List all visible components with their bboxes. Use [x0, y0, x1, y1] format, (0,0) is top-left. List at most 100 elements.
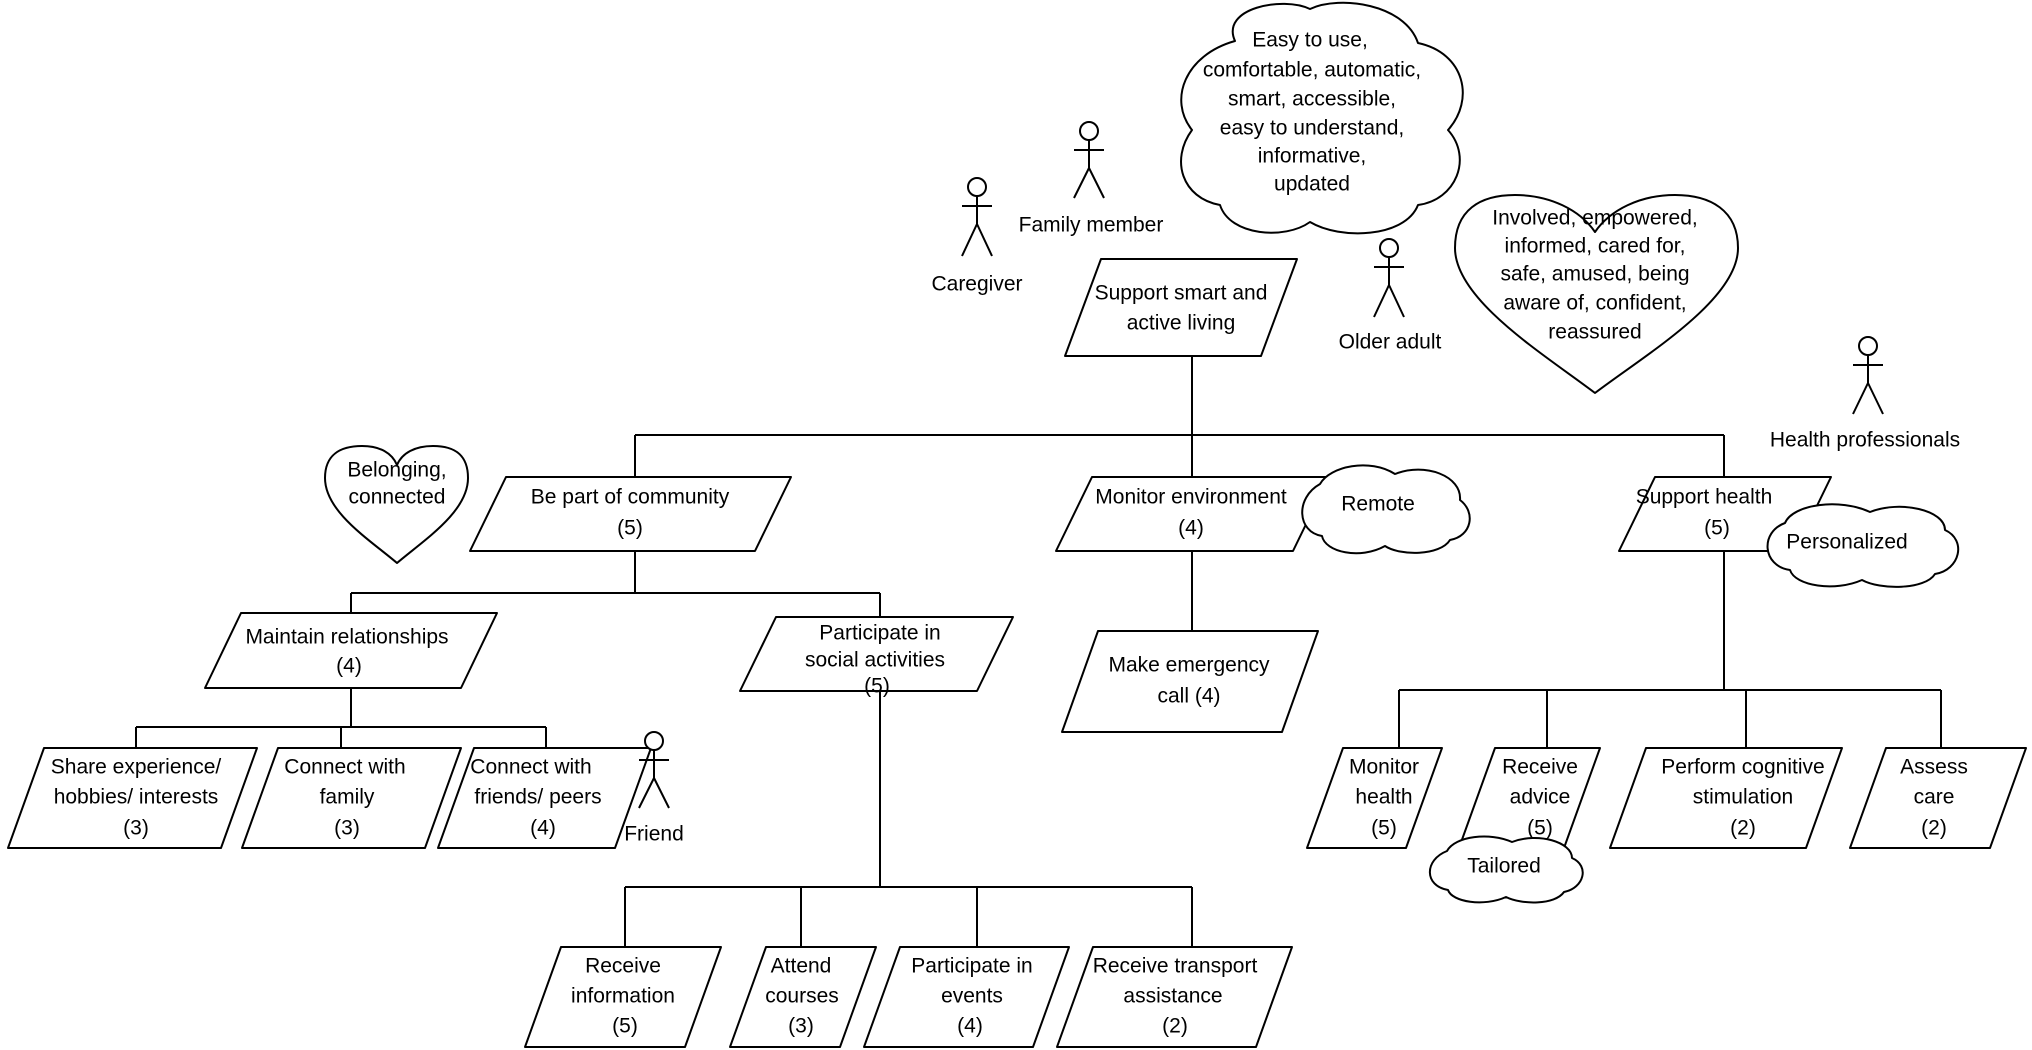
task-label-line-3: (3) [334, 817, 360, 840]
task-label-line-3: (3) [123, 817, 149, 840]
root-goal-line-1: Support smart and [1095, 282, 1268, 305]
task-label-line-2: (5) [1704, 517, 1730, 540]
task-connect-with-friends: Connect with friends/ peers (4) [437, 747, 652, 849]
task-label-line-3: (2) [1162, 1015, 1188, 1038]
cloud-label: Tailored [1467, 855, 1541, 878]
task-label-line-2: (5) [617, 517, 643, 540]
task-label-line-2: family [320, 786, 375, 809]
task-attend-courses: Attend courses (3) [729, 946, 877, 1048]
task-make-emergency-call: Make emergency call (4) [1061, 630, 1319, 733]
task-participate-social-activities: Participate in social activities (5) [739, 616, 1014, 698]
task-label-line-1: Receive [585, 955, 661, 978]
heart-line-1: Belonging, [347, 459, 446, 482]
task-label-line-1: Receive [1502, 756, 1578, 779]
heart-line-4: aware of, confident, [1503, 292, 1686, 315]
task-label-line-2: care [1914, 786, 1955, 809]
quality-cloud-remote: Remote [1301, 464, 1471, 555]
task-label-line-2: call (4) [1157, 685, 1220, 708]
quality-cloud-tailored: Tailored [1429, 835, 1584, 904]
task-label-line-1: Participate in [911, 955, 1032, 978]
root-goal: Support smart and active living [1064, 258, 1298, 357]
emotion-heart-belonging: Belonging, connected [324, 445, 469, 564]
task-label-line-3: (5) [1371, 817, 1397, 840]
task-perform-cognitive-stimulation: Perform cognitive stimulation (2) [1609, 747, 1843, 849]
connectors [135, 356, 1942, 947]
task-label-line-3: (2) [1730, 817, 1756, 840]
task-label-line-1: Monitor [1349, 756, 1419, 779]
task-label-line-3: (4) [530, 817, 556, 840]
heart-line-1: Involved, empowered, [1492, 207, 1697, 230]
task-label-line-3: (2) [1921, 817, 1947, 840]
task-label-line-1: Be part of community [531, 486, 730, 509]
actor-label: Friend [624, 823, 684, 846]
task-receive-transport-assistance: Receive transport assistance (2) [1056, 946, 1293, 1048]
task-label-line-3: (4) [957, 1015, 983, 1038]
task-label-line-1: Monitor environment [1095, 486, 1287, 509]
cloud-line-2: comfortable, automatic, [1203, 59, 1421, 82]
task-label-line-1: Maintain relationships [245, 626, 448, 649]
actor-label: Caregiver [931, 273, 1022, 296]
task-label-line-2: social activities [805, 649, 945, 672]
task-label-line-1: Perform cognitive [1661, 756, 1824, 779]
actor-health-professionals: Health professionals [1770, 336, 1960, 452]
cloud-line-5: informative, [1258, 145, 1367, 168]
actor-label: Family member [1019, 214, 1164, 237]
cloud-line-6: updated [1274, 173, 1350, 196]
cloud-line-4: easy to understand, [1220, 117, 1404, 140]
task-label-line-2: friends/ peers [474, 786, 601, 809]
health-professionals-stick-figure-icon [1852, 336, 1884, 415]
older-adult-stick-figure-icon [1373, 238, 1405, 318]
emotion-heart-main: Involved, empowered, informed, cared for… [1454, 194, 1739, 394]
actor-older-adult: Older adult [1339, 238, 1442, 354]
task-connect-with-family: Connect with family (3) [241, 747, 462, 849]
task-receive-information: Receive information (5) [524, 946, 722, 1048]
task-label-line-2: advice [1510, 786, 1571, 809]
task-label-line-2: information [571, 985, 675, 1008]
task-participate-in-events: Participate in events (4) [863, 946, 1070, 1048]
task-label-line-1: Receive transport [1093, 955, 1258, 978]
task-monitor-environment: Monitor environment (4) [1055, 476, 1330, 552]
actor-label: Older adult [1339, 331, 1442, 354]
task-label-line-1: Connect with [470, 756, 591, 779]
task-label-line-2: events [941, 985, 1003, 1008]
task-label-line-1: Assess [1900, 756, 1968, 779]
task-label-line-3: (3) [788, 1015, 814, 1038]
task-label-line-3: (5) [1527, 817, 1553, 840]
heart-line-5: reassured [1548, 321, 1641, 344]
cloud-line-1: Easy to use, [1252, 29, 1368, 52]
actor-caregiver: Caregiver [931, 177, 1023, 296]
task-be-part-of-community: Be part of community (5) [469, 476, 792, 552]
task-label-line-2: stimulation [1693, 786, 1793, 809]
task-label-line-1: Make emergency [1108, 654, 1270, 677]
task-label-line-1: Participate in [819, 622, 940, 645]
task-label-line-2: (4) [1178, 517, 1204, 540]
task-label-line-1: Attend [771, 955, 832, 978]
friend-stick-figure-icon [638, 731, 670, 809]
cloud-label: Personalized [1786, 531, 1907, 554]
caregiver-stick-figure-icon [961, 177, 993, 257]
heart-line-3: safe, amused, being [1500, 263, 1689, 286]
actor-label: Health professionals [1770, 429, 1960, 452]
task-share-experience: Share experience/ hobbies/ interests (3) [7, 747, 258, 849]
task-label-line-2: hobbies/ interests [54, 786, 219, 809]
task-label-line-2: assistance [1123, 985, 1222, 1008]
task-label-line-2: (4) [336, 655, 362, 678]
family-member-stick-figure-icon [1073, 121, 1105, 199]
actor-friend: Friend [624, 731, 684, 846]
quality-cloud-main: Easy to use, comfortable, automatic, sma… [1180, 1, 1464, 235]
task-label-line-3: (5) [864, 675, 890, 698]
task-label-line-1: Share experience/ [51, 756, 222, 779]
quality-cloud-personalized: Personalized [1766, 503, 1960, 588]
task-label-line-1: Connect with [284, 756, 405, 779]
root-goal-line-2: active living [1127, 312, 1236, 335]
heart-line-2: connected [349, 486, 446, 509]
task-label-line-2: health [1355, 786, 1412, 809]
task-label-line-3: (5) [612, 1015, 638, 1038]
task-label-line-2: courses [765, 985, 839, 1008]
task-monitor-health: Monitor health (5) [1306, 747, 1443, 849]
task-receive-advice: Receive advice (5) [1458, 747, 1601, 849]
task-assess-care: Assess care (2) [1849, 747, 2027, 849]
cloud-label: Remote [1341, 493, 1415, 516]
heart-line-2: informed, cared for, [1505, 235, 1686, 258]
